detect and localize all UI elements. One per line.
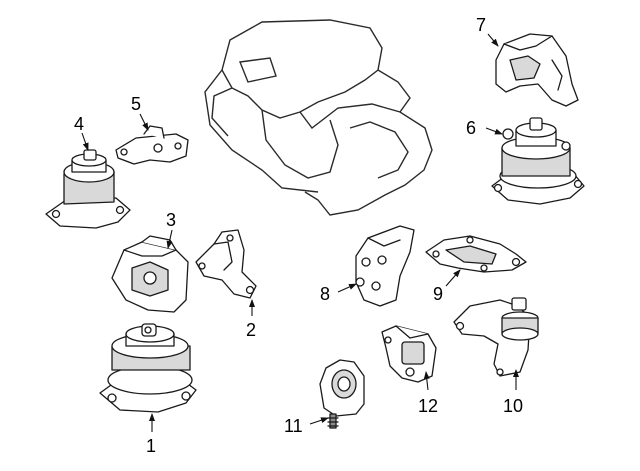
callout-5: 5: [131, 94, 141, 114]
callout-12: 12: [418, 396, 438, 416]
leader-12: [423, 371, 430, 391]
part-2-bracket: [195, 229, 257, 299]
leader-4: [81, 132, 89, 151]
callout-4: 4: [74, 114, 84, 134]
callout-9: 9: [433, 284, 443, 304]
leader-3: [166, 229, 173, 249]
callout-10: 10: [503, 396, 523, 416]
callout-11: 11: [284, 416, 303, 436]
part-3-mount-shield: [111, 235, 189, 313]
callout-8: 8: [320, 284, 330, 304]
part-7-upper-bracket: [495, 33, 579, 107]
part-8-vertical-bracket: [355, 225, 415, 307]
part-5-small-bracket: [115, 125, 189, 165]
leader-7: [487, 33, 499, 47]
leader-5: [139, 113, 149, 131]
callout-1: 1: [146, 436, 156, 456]
callout-3: 3: [166, 210, 176, 230]
callout-6: 6: [466, 118, 476, 138]
leader-11: [309, 417, 329, 425]
leader-6: [485, 127, 503, 135]
part-6-hydraulic-mount: [491, 117, 585, 205]
part-1-lower-mount: [99, 323, 197, 413]
part-10-mount-bracket: [453, 297, 539, 377]
part-12-small-mount: [381, 325, 437, 383]
part-4-engine-mount: [45, 149, 131, 229]
engine-outline: [204, 19, 433, 216]
callout-2: 2: [246, 320, 256, 340]
part-11-rubber-mount: [319, 359, 365, 429]
part-9-flat-bracket: [425, 235, 527, 273]
leader-9: [445, 269, 461, 287]
callout-7: 7: [476, 15, 486, 35]
leader-8: [337, 283, 357, 293]
